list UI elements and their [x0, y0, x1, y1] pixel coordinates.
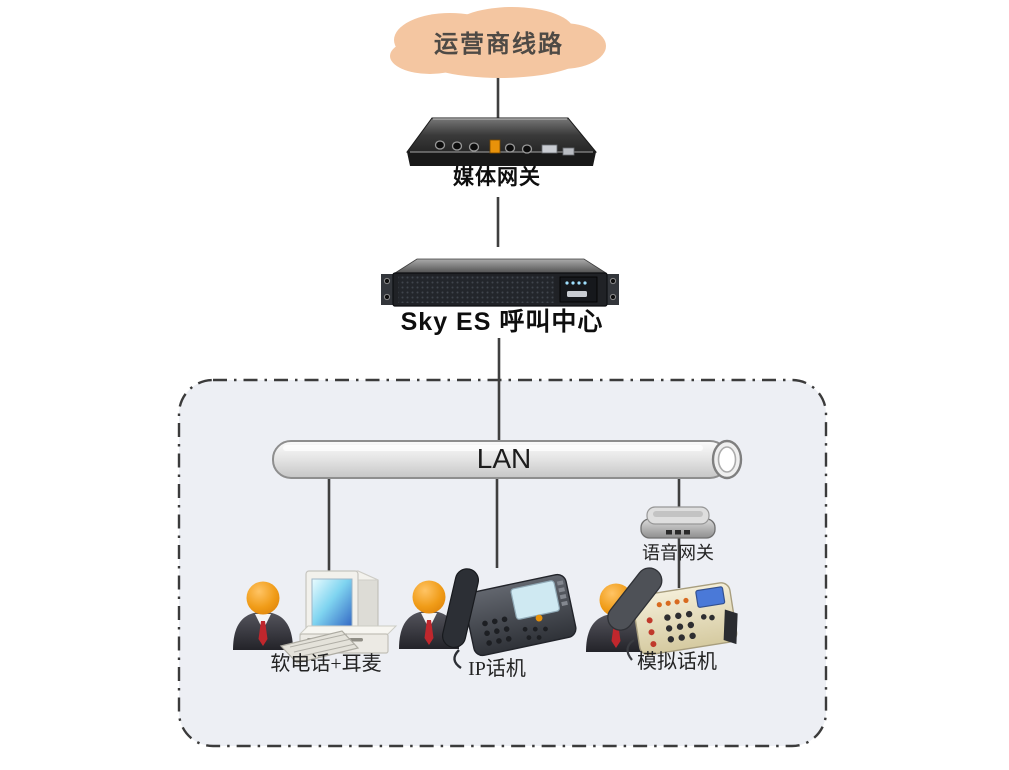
keyboard — [279, 630, 360, 664]
analog-phone-label: 模拟话机 — [637, 651, 717, 673]
media-gateway-orange-port — [489, 139, 501, 154]
voice-gateway-label: 语音网关 — [642, 543, 714, 563]
computer-screen — [311, 578, 353, 632]
ip-phone-label: IP话机 — [468, 658, 526, 680]
media-gateway-label: 媒体网关 — [453, 166, 541, 189]
lan-bus — [272, 439, 743, 480]
carrier-cloud-label: 运营商线路 — [434, 31, 564, 58]
softphone-workstation-label: 软电话+耳麦 — [270, 653, 382, 675]
lan-zone-boundary — [177, 378, 828, 748]
carrier-cloud — [390, 7, 606, 78]
call-center-label: Sky ES 呼叫中心 — [400, 308, 604, 336]
analog-phone-device — [607, 567, 738, 661]
lan-label: LAN — [476, 443, 532, 474]
media-gateway-device — [406, 117, 598, 166]
server-status-panel — [559, 276, 598, 303]
analog-phone-handset — [607, 567, 663, 631]
ip-phone-handset — [441, 568, 479, 648]
voice-gateway-device — [640, 506, 716, 539]
desktop-computer — [279, 570, 398, 664]
call-center-server — [381, 258, 619, 307]
ip-phone-device — [441, 568, 577, 669]
analog-phone-screen — [695, 586, 726, 608]
